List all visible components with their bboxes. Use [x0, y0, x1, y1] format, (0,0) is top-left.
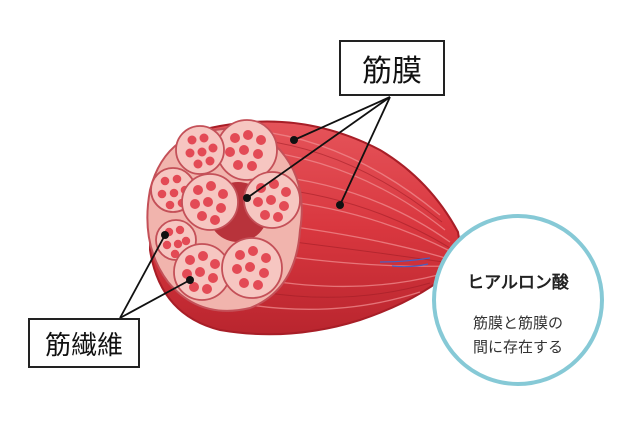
callout-line-1: 筋膜と筋膜の — [472, 314, 563, 332]
fascicle — [181, 173, 239, 231]
fascicle — [221, 237, 283, 299]
hyaluronic-acid-callout: ヒアルロン酸 筋膜と筋膜の 間に存在する — [432, 214, 604, 386]
callout-title: ヒアルロン酸 — [467, 273, 569, 293]
fascia-pointers — [246, 96, 391, 206]
muscle-fiber-label: 筋繊維 — [28, 318, 140, 368]
fiber-pointers — [119, 234, 191, 319]
fiber-pointer-dots — [161, 231, 194, 284]
fascia-label: 筋膜 — [339, 40, 445, 96]
fascia-pointer-dots — [243, 136, 344, 209]
muscle-fiber-label-text: 筋繊維 — [44, 330, 123, 361]
callout-line-2: 間に存在する — [472, 338, 563, 356]
blood-vessel — [379, 257, 431, 268]
fascicle — [175, 125, 225, 175]
fascia-label-text: 筋膜 — [362, 54, 422, 89]
fascicle — [216, 119, 278, 181]
